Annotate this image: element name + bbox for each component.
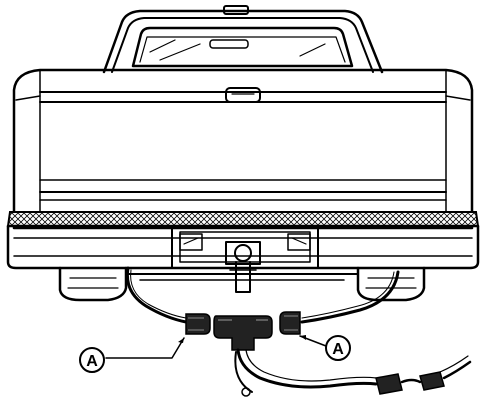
truck-cab <box>102 5 384 74</box>
right-rear-tire <box>356 266 426 302</box>
tailgate <box>39 87 447 201</box>
callout-left-circle <box>79 347 105 373</box>
left-harness-wire <box>125 266 188 324</box>
callout-right-circle <box>325 335 351 361</box>
trailer-plug-connector <box>375 355 472 395</box>
left-connector <box>185 313 211 335</box>
rear-bumper <box>6 211 480 270</box>
hitch-ball <box>234 244 252 262</box>
right-harness-wire <box>300 270 400 324</box>
left-rear-tire <box>58 266 128 302</box>
callout-right: A <box>299 335 351 361</box>
t-connector <box>213 315 378 397</box>
truck-bed <box>12 68 474 230</box>
rear-window <box>131 26 354 68</box>
callout-left: A <box>79 337 185 373</box>
tailgate-handle <box>225 87 261 103</box>
callout-left-label: A <box>86 353 98 370</box>
frame-rail <box>125 273 359 281</box>
callout-right-label: A <box>332 341 344 358</box>
hitch-ball-mount <box>225 241 261 293</box>
right-connector <box>279 311 301 335</box>
